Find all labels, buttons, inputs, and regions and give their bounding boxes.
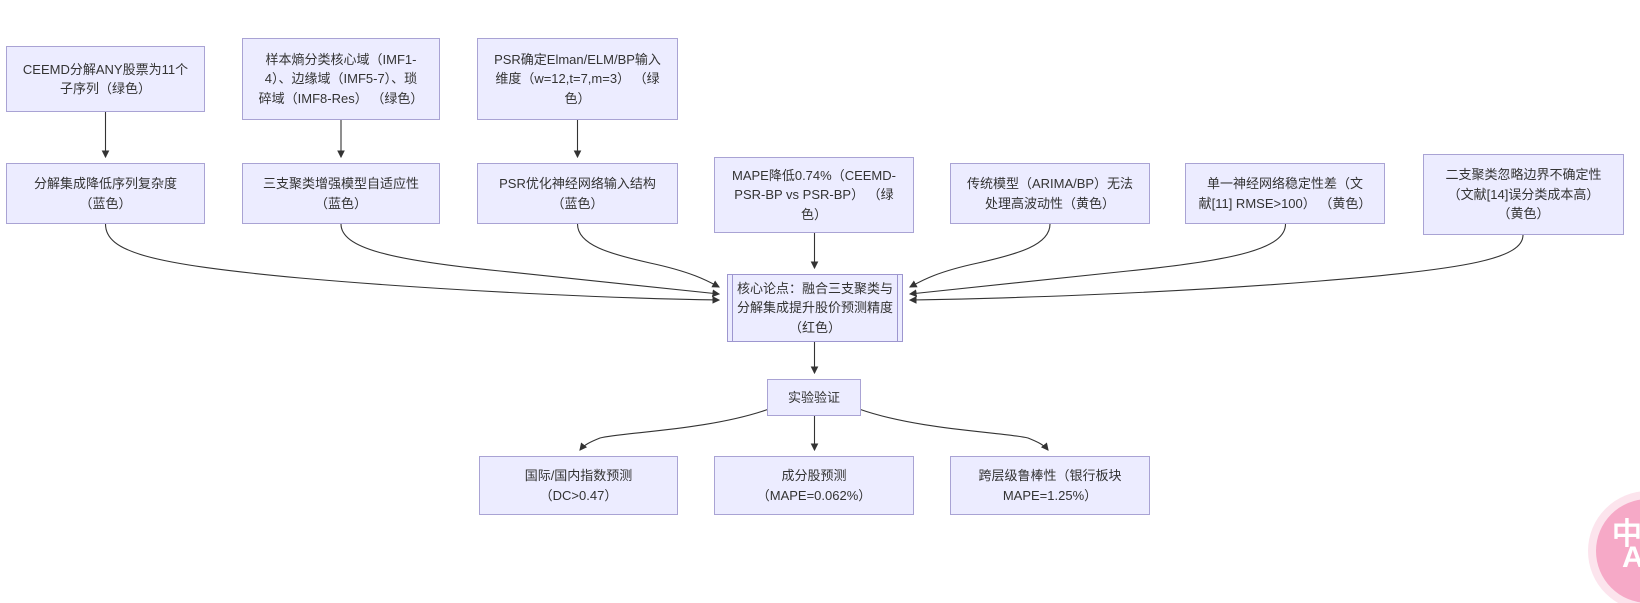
node-traditional-model-limitation: 传统模型（ARIMA/BP）无法 处理高波动性（黄色） — [950, 163, 1150, 224]
node-experiment-validation: 实验验证 — [767, 379, 861, 416]
node-psr-optimizes-input: PSR优化神经网络输入结构 （蓝色） — [477, 163, 678, 224]
node-cross-level-robustness: 跨层级鲁棒性（银行板块 MAPE=1.25%） — [950, 456, 1150, 515]
translate-latin-glyph: A — [1622, 541, 1640, 574]
node-ceemd-decompose: CEEMD分解ANY股票为11个 子序列（绿色） — [6, 46, 205, 112]
flowchart-canvas: CEEMD分解ANY股票为11个 子序列（绿色） 样本熵分类核心域（IMF1- … — [6, 38, 1640, 603]
node-psr-input-dimension: PSR确定Elman/ELM/BP输入 维度（w=12,t=7,m=3） （绿 … — [477, 38, 678, 120]
node-component-stock-prediction: 成分股预测 （MAPE=0.062%） — [714, 456, 914, 515]
node-index-prediction: 国际/国内指数预测 （DC>0.47） — [479, 456, 678, 515]
node-mape-reduction: MAPE降低0.74%（CEEMD- PSR-BP vs PSR-BP） （绿 … — [714, 157, 914, 233]
node-core-thesis: 核心论点：融合三支聚类与 分解集成提升股价预测精度 （红色） — [727, 274, 903, 342]
translate-chinese-glyph: 中 — [1612, 518, 1640, 551]
node-decomposition-reduces-complexity: 分解集成降低序列复杂度 （蓝色） — [6, 163, 205, 224]
node-single-nn-instability: 单一神经网络稳定性差（文 献[11] RMSE>100） （黄色） — [1185, 163, 1385, 224]
node-two-way-clustering-limitation: 二支聚类忽略边界不确定性 （文献[14]误分类成本高） （黄色） — [1423, 154, 1624, 235]
flowchart-edges — [101, 112, 1524, 452]
node-three-way-clustering-adaptivity: 三支聚类增强模型自适应性 （蓝色） — [242, 163, 440, 224]
node-sample-entropy-domains: 样本熵分类核心域（IMF1- 4）、边缘域（IMF5-7）、琐 碎域（IMF8-… — [242, 38, 440, 120]
